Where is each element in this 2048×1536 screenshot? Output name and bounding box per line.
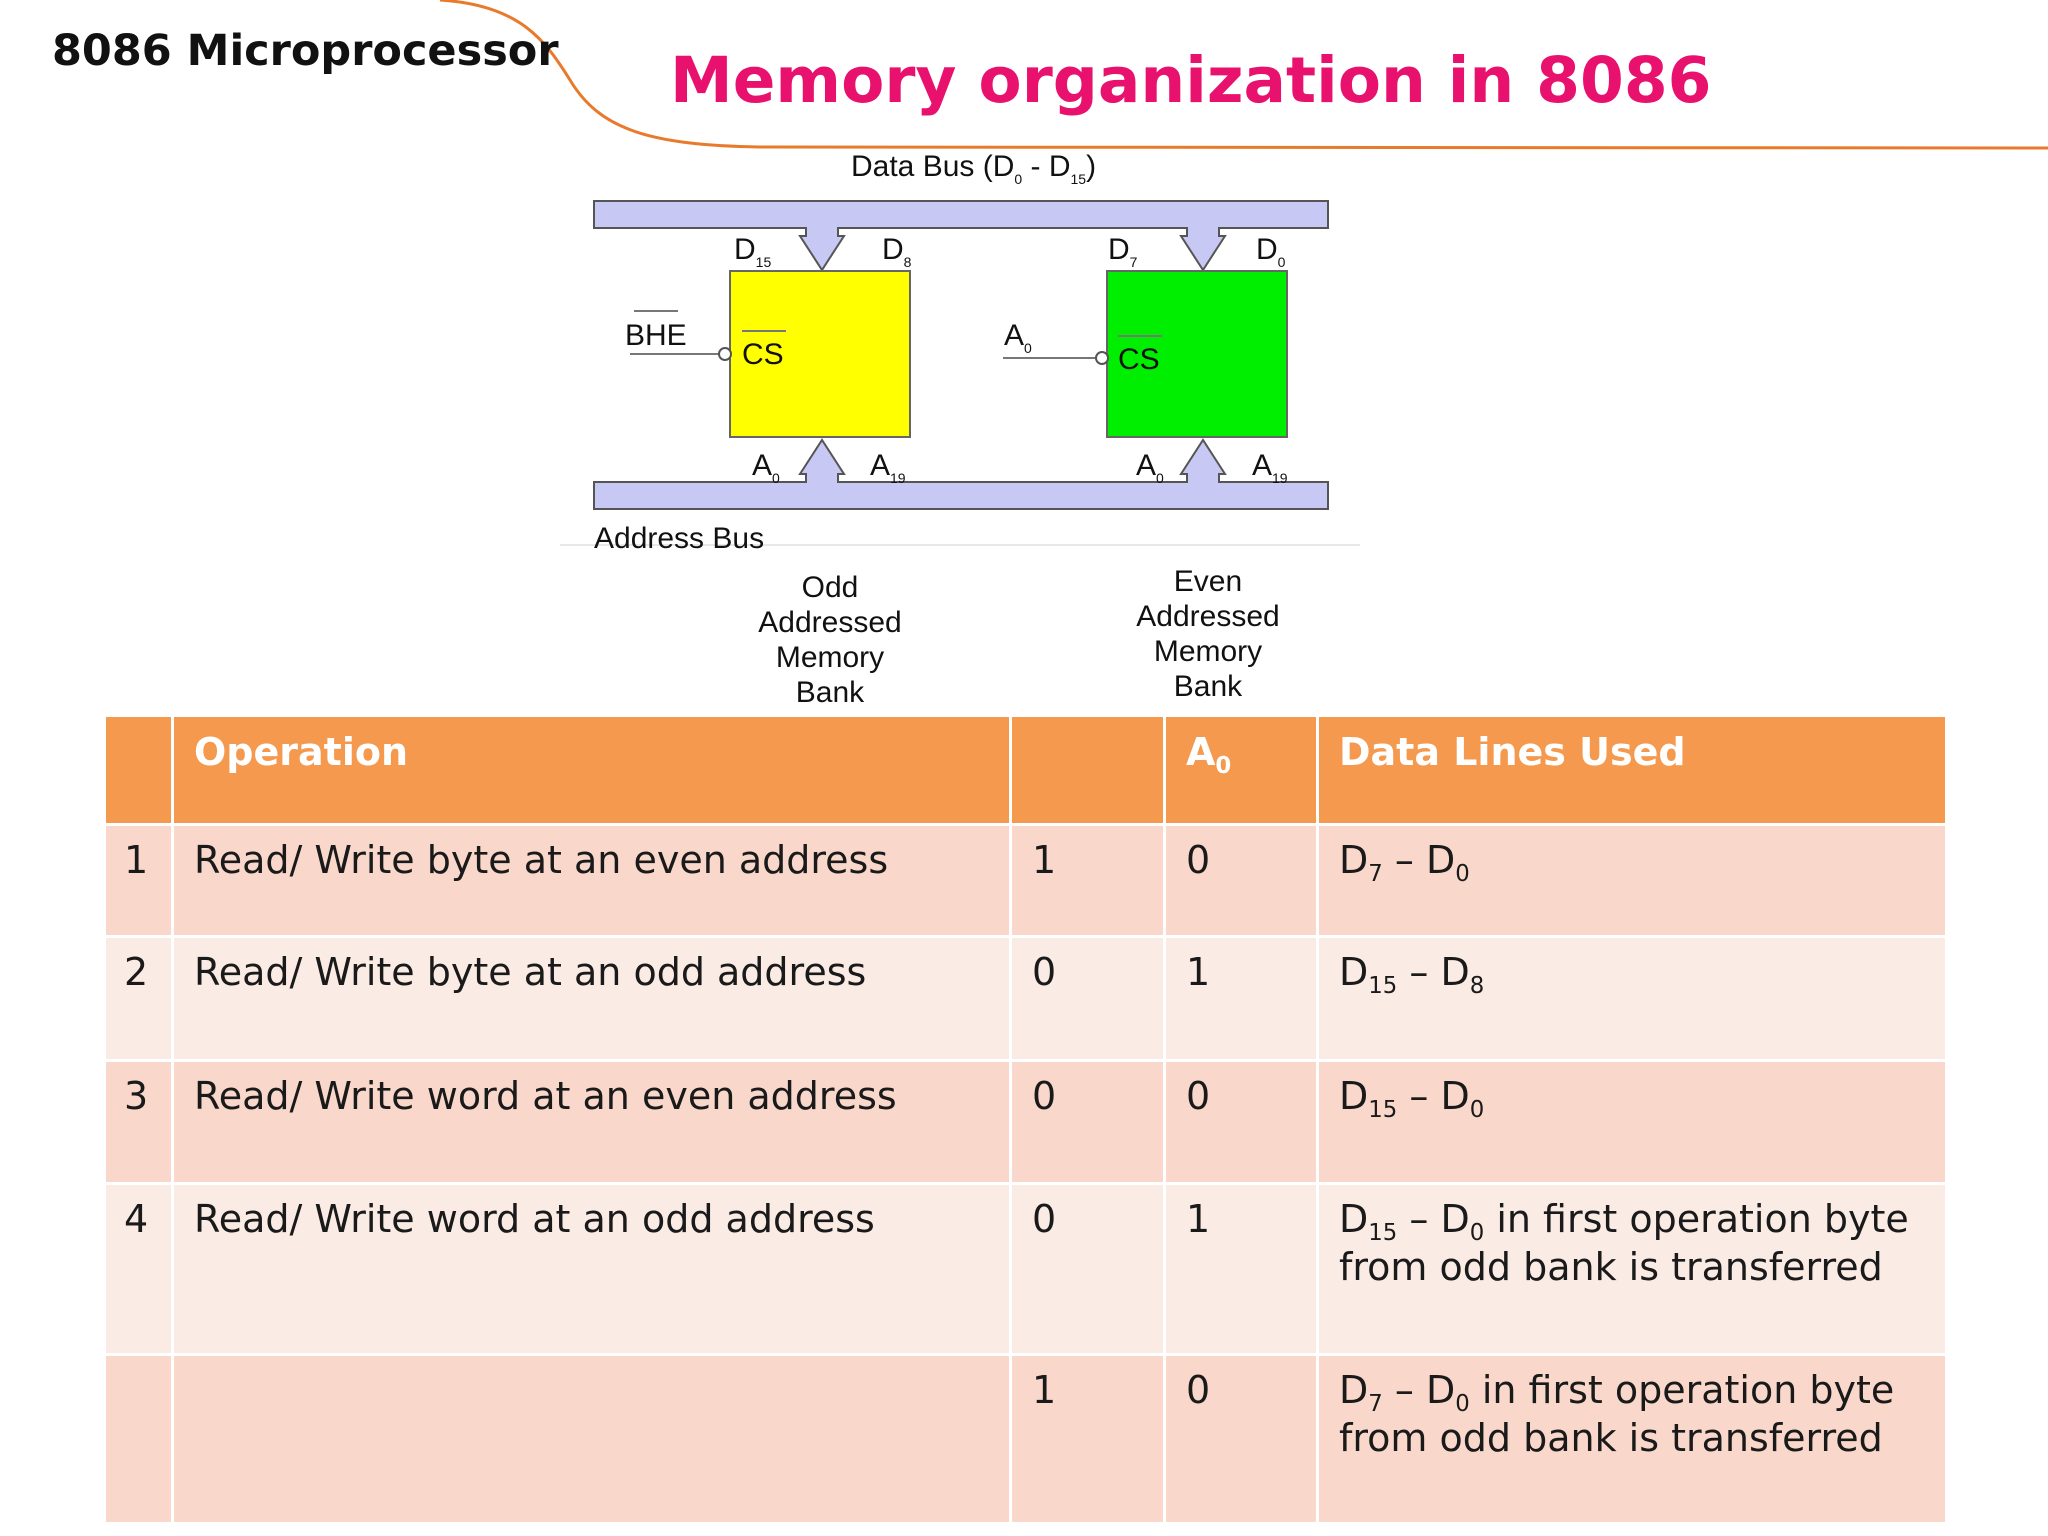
- row-bhe: 0: [1009, 1060, 1166, 1185]
- a0-select-label: A0: [1004, 319, 1032, 356]
- row-a0: 0: [1163, 1060, 1319, 1185]
- data-line-d2: D: [1440, 949, 1470, 994]
- data-line-dash: –: [1382, 1367, 1426, 1412]
- address-bus: [593, 438, 1329, 510]
- row-bhe: 1: [1009, 824, 1166, 938]
- data-line-d2-sub: 0: [1469, 1096, 1485, 1123]
- a0-inversion-bubble: [1095, 351, 1109, 365]
- even-a19-label: A19: [1252, 449, 1288, 486]
- data-line-dash: –: [1397, 1073, 1441, 1118]
- slide-title: Memory organization in 8086: [670, 44, 1712, 117]
- data-line-dash: –: [1382, 837, 1426, 882]
- even-a0-label: A0: [1136, 449, 1164, 486]
- data-line-d2: D: [1440, 1073, 1470, 1118]
- header-index: [103, 717, 174, 826]
- data-line-d1-sub: 7: [1368, 1390, 1383, 1417]
- header-bhe: [1009, 717, 1166, 826]
- bhe-inversion-bubble: [718, 347, 732, 361]
- app-title: 8086 Microprocessor: [52, 26, 559, 76]
- row-a0: 1: [1163, 936, 1319, 1062]
- data-line-rest: in first operation byte from odd bank is…: [1339, 1367, 1895, 1461]
- data-line-d2-sub: 0: [1455, 1390, 1470, 1417]
- data-line-rest: in first operation byte from odd bank is…: [1339, 1196, 1909, 1290]
- data-line-d1: D: [1339, 949, 1369, 994]
- data-line-d1-sub: 7: [1368, 860, 1383, 887]
- row-operation: Read/ Write byte at an odd address: [171, 936, 1012, 1062]
- data-line-d2-sub: 0: [1469, 1219, 1485, 1246]
- data-line-d2: D: [1425, 1367, 1456, 1412]
- odd-d8-label: D8: [882, 233, 912, 270]
- even-memory-bank-chip: [1106, 270, 1288, 438]
- row-index: 2: [103, 936, 174, 1062]
- row-bhe: 0: [1009, 936, 1166, 1062]
- header-decoration: [439, 0, 2048, 150]
- header-data-lines: Data Lines Used: [1316, 717, 1948, 826]
- odd-bank-label: Odd Addressed Memory Bank: [758, 571, 902, 709]
- data-line-d2: D: [1425, 837, 1456, 882]
- row-operation: Read/ Write word at an odd address: [171, 1183, 1012, 1356]
- data-line-d2-sub: 0: [1455, 860, 1470, 887]
- row-index: 3: [103, 1060, 174, 1185]
- address-bus-label: Address Bus: [594, 522, 764, 555]
- row-data-lines: D7 – D0: [1316, 824, 1948, 938]
- row-data-lines: D7 – D0 in first operation byte from odd…: [1316, 1354, 1948, 1525]
- even-d7-label: D7: [1108, 233, 1138, 270]
- data-line-dash: –: [1397, 1196, 1441, 1241]
- data-line-d2: D: [1440, 1196, 1470, 1241]
- odd-a19-label: A19: [870, 449, 906, 486]
- data-line-d1: D: [1339, 1367, 1369, 1412]
- row-operation: Read/ Write word at an even address: [171, 1060, 1012, 1185]
- header-swoosh-curve: [439, 0, 2048, 150]
- bhe-label: BHE: [625, 319, 687, 352]
- row-index: 1: [103, 824, 174, 938]
- data-line-d1: D: [1339, 1196, 1369, 1241]
- data-line-d2-sub: 8: [1469, 972, 1485, 999]
- row-operation: [171, 1354, 1012, 1525]
- even-cs-label: CS: [1118, 343, 1160, 376]
- data-bus-label: Data Bus (D0 - D15): [851, 150, 1096, 187]
- row-data-lines: D15 – D0 in first operation byte from od…: [1316, 1183, 1948, 1356]
- row-data-lines: D15 – D0: [1316, 1060, 1948, 1185]
- data-line-d1: D: [1339, 1073, 1369, 1118]
- row-a0: 0: [1163, 1354, 1319, 1525]
- row-a0: 1: [1163, 1183, 1319, 1356]
- row-bhe: 1: [1009, 1354, 1166, 1525]
- data-line-d1: D: [1339, 837, 1369, 882]
- row-operation: Read/ Write byte at an even address: [171, 824, 1012, 938]
- data-bus: [593, 200, 1329, 272]
- even-bank-label: Even Addressed Memory Bank: [1136, 565, 1280, 703]
- data-line-d1-sub: 15: [1368, 972, 1398, 999]
- row-data-lines: D15 – D8: [1316, 936, 1948, 1062]
- even-d0-label: D0: [1256, 233, 1286, 270]
- table-header-row: Operation A0 Data Lines Used: [103, 717, 1948, 826]
- header-a0: A0: [1163, 717, 1319, 826]
- header-operation: Operation: [171, 717, 1012, 826]
- data-line-d1-sub: 15: [1368, 1096, 1398, 1123]
- odd-a0-label: A0: [752, 449, 780, 486]
- row-a0: 0: [1163, 824, 1319, 938]
- odd-d15-label: D15: [734, 233, 771, 270]
- row-index: 4: [103, 1183, 174, 1356]
- row-index: [103, 1354, 174, 1525]
- odd-cs-label: CS: [742, 338, 784, 371]
- data-line-d1-sub: 15: [1368, 1219, 1398, 1246]
- row-bhe: 0: [1009, 1183, 1166, 1356]
- data-line-dash: –: [1397, 949, 1441, 994]
- memory-bank-diagram: Data Bus (D0 - D15) Address Bus CS BHE D…: [560, 150, 1360, 555]
